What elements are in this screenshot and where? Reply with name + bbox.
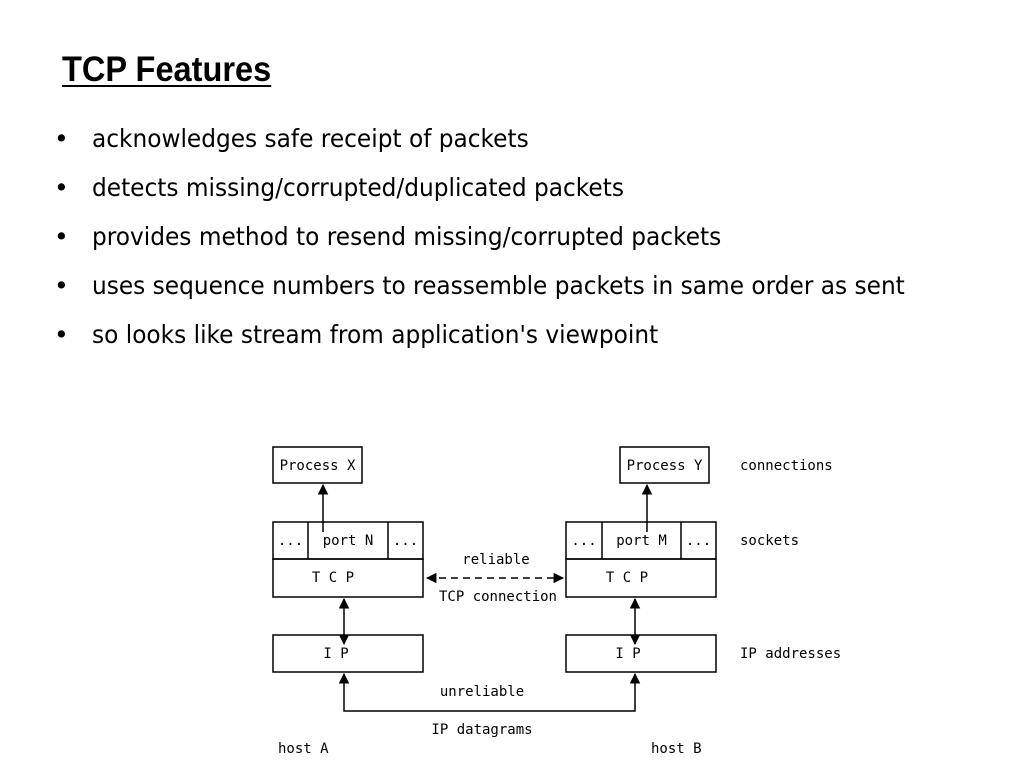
bullet-dot: • — [54, 320, 69, 349]
slide-title: TCP Features — [62, 50, 272, 89]
ip-b-label: I P — [615, 646, 640, 662]
ip-datagram-path — [338, 672, 641, 712]
tcp-b-label: T C P — [606, 570, 648, 586]
host-a-label: host A — [278, 741, 329, 757]
bullet-text: provides method to resend missing/corrup… — [92, 222, 722, 251]
tcp-a-box — [272, 558, 424, 598]
ip-b-box — [565, 634, 717, 673]
ip-a-label: I P — [323, 646, 348, 662]
unreliable-label: unreliable — [440, 684, 524, 700]
socket-b-ellipsis-right: ... — [686, 533, 711, 549]
tcp-a-label: T C P — [312, 570, 354, 586]
bullet-item: • so looks like stream from application's… — [0, 315, 1000, 355]
bullet-text: acknowledges safe receipt of packets — [92, 124, 529, 153]
socket-a-ellipsis-right: ... — [393, 533, 418, 549]
ip-datagrams-label: IP datagrams — [431, 722, 532, 738]
bullet-list: • acknowledges safe receipt of packets • d… — [0, 119, 1000, 364]
process-y-label: Process Y — [627, 458, 703, 474]
bullet-item: • provides method to resend missing/corru… — [0, 217, 1000, 257]
tcp-connection-label: TCP connection — [439, 589, 557, 605]
bullet-text: uses sequence numbers to reassemble pack… — [92, 271, 905, 300]
bullet-text: so looks like stream from application's … — [92, 320, 659, 349]
bullet-text: detects missing/corrupted/duplicated pac… — [92, 173, 624, 202]
bullet-dot: • — [54, 173, 69, 202]
bullet-dot: • — [54, 271, 69, 300]
bullet-dot: • — [54, 124, 69, 153]
port-n-label: port N — [323, 533, 374, 549]
sockets-label: sockets — [740, 533, 799, 549]
connections-label: connections — [740, 458, 833, 474]
process-y-box — [619, 446, 710, 484]
tcp-b-box — [565, 558, 717, 598]
socket-a-ellipsis-left: ... — [278, 533, 303, 549]
bullet-item: • uses sequence numbers to reassemble pac… — [0, 266, 1000, 306]
ip-addresses-label: IP addresses — [740, 646, 841, 662]
bullet-item: • detects missing/corrupted/duplicated pa… — [0, 168, 1000, 208]
port-m-label: port M — [616, 533, 667, 549]
reliable-label: reliable — [462, 552, 529, 568]
host-b-label: host B — [651, 741, 702, 757]
bullet-dot: • — [54, 222, 69, 251]
process-x-box — [272, 446, 363, 484]
process-x-label: Process X — [280, 458, 356, 474]
bullet-item: • acknowledges safe receipt of packets — [0, 119, 1000, 159]
socket-b-ellipsis-left: ... — [571, 533, 596, 549]
